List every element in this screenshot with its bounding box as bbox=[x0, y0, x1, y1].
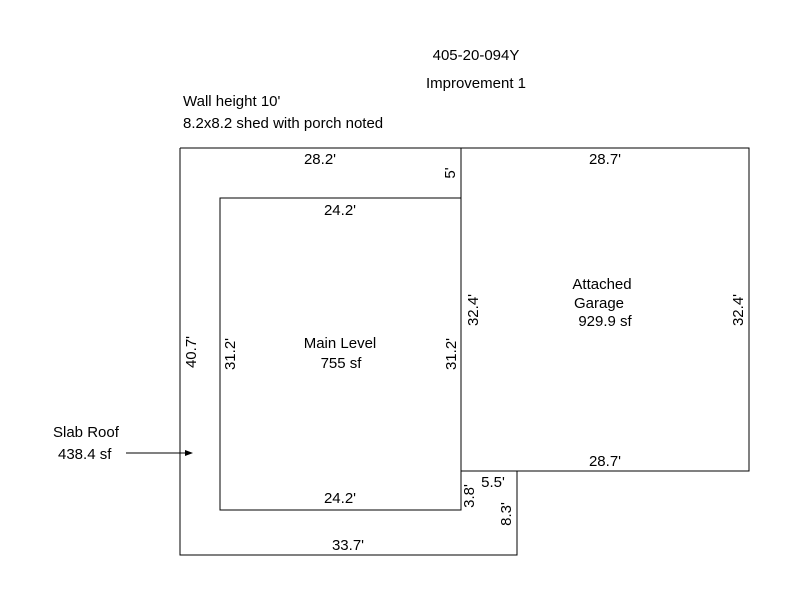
arrow-head-icon bbox=[185, 450, 193, 456]
garage-label-line1: Attached bbox=[572, 276, 631, 293]
dim-garage-left: 32.4' bbox=[465, 294, 482, 326]
dim-outer-left: 40.7' bbox=[183, 336, 200, 368]
dim-outer-top: 28.2' bbox=[304, 151, 336, 168]
dim-main-bottom: 24.2' bbox=[324, 490, 356, 507]
dim-main-top: 24.2' bbox=[324, 202, 356, 219]
note-wall-height: Wall height 10' bbox=[183, 93, 280, 110]
main-level-label: Main Level bbox=[304, 335, 377, 352]
slab-roof-area: 438.4 sf bbox=[58, 446, 112, 463]
dim-main-right: 31.2' bbox=[443, 338, 460, 370]
dim-garage-right: 32.4' bbox=[730, 294, 747, 326]
garage-label-line2: Garage bbox=[574, 295, 624, 312]
dim-notch-inner: 3.8' bbox=[461, 484, 478, 508]
note-shed: 8.2x8.2 shed with porch noted bbox=[183, 115, 383, 132]
dim-notch-height: 8.3' bbox=[498, 502, 515, 526]
improvement-label: Improvement 1 bbox=[426, 75, 526, 92]
dim-notch-width: 5.5' bbox=[481, 474, 505, 491]
dim-outer-bottom: 33.7' bbox=[332, 537, 364, 554]
slab-roof-label: Slab Roof bbox=[53, 424, 120, 441]
main-level-area: 755 sf bbox=[321, 355, 363, 372]
dim-main-left: 31.2' bbox=[222, 338, 239, 370]
dim-offset-top: 5' bbox=[442, 167, 459, 178]
main-level-outline bbox=[219, 197, 462, 511]
parcel-id: 405-20-094Y bbox=[433, 47, 520, 64]
dim-garage-top: 28.7' bbox=[589, 151, 621, 168]
garage-area: 929.9 sf bbox=[578, 313, 632, 330]
dim-garage-bottom: 28.7' bbox=[589, 453, 621, 470]
